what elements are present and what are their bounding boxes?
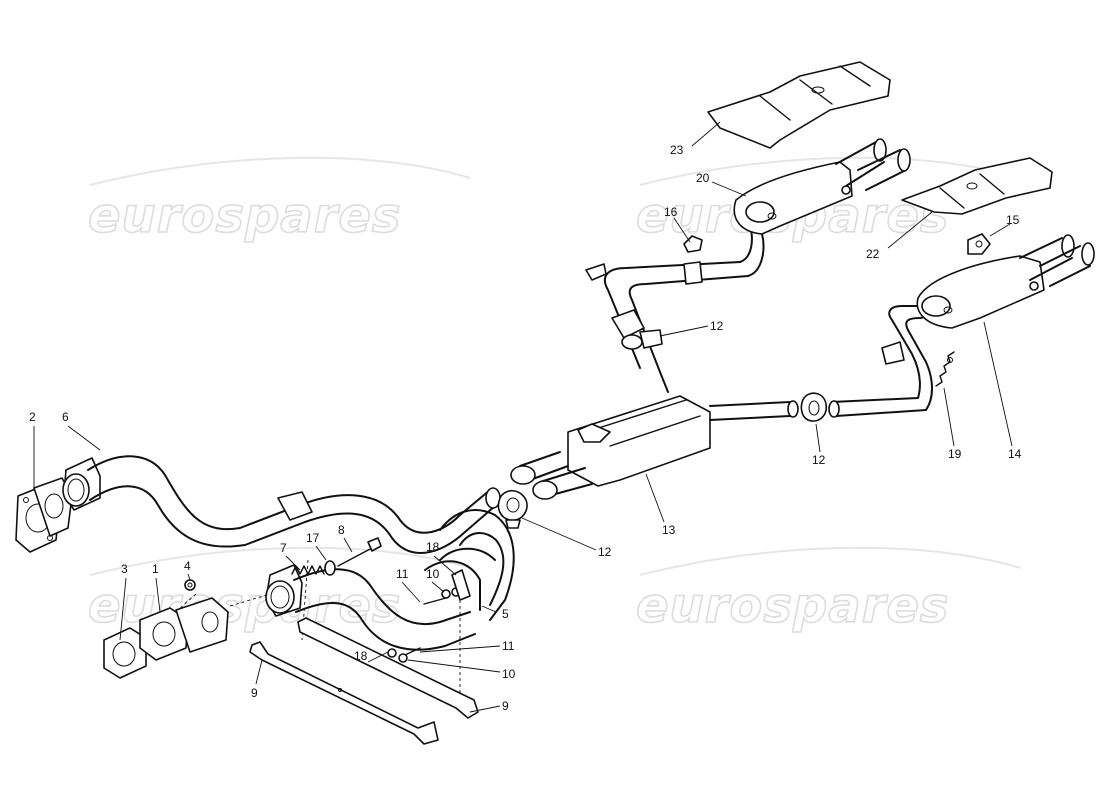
- part-pipe-upper-branch: [585, 225, 765, 393]
- part-flange-1: [139, 597, 229, 661]
- watermark-group: eurospares eurospares eurospares eurospa…: [87, 156, 1021, 635]
- callout-18: 18: [426, 540, 440, 554]
- watermark-text: eurospares: [636, 578, 950, 634]
- watermark-swoosh: [89, 546, 471, 576]
- callout-13: 13: [662, 523, 676, 537]
- watermark-text: eurospares: [88, 578, 402, 634]
- callout-18: 18: [354, 649, 368, 663]
- callout-4: 4: [184, 559, 191, 573]
- part-heatshield-23: [707, 61, 891, 149]
- part-spring-19: [935, 351, 955, 387]
- callout-11: 11: [502, 639, 515, 653]
- callout-11: 11: [396, 567, 409, 581]
- callout-7: 7: [280, 541, 287, 555]
- callout-12: 12: [598, 545, 612, 559]
- part-muffler-14: [916, 234, 1095, 329]
- callout-22: 22: [866, 247, 880, 261]
- part-pipe-rear: [828, 305, 933, 418]
- callouts: 2 6 3 1 4 7 17 8 18 11 10 5 18 11 10 9 9…: [29, 143, 1022, 713]
- callout-1: 1: [152, 562, 159, 576]
- part-clamp-12-rear: [800, 392, 828, 422]
- callout-2: 2: [29, 410, 36, 424]
- callout-12: 12: [812, 453, 826, 467]
- callout-3: 3: [121, 562, 128, 576]
- callout-9: 9: [502, 699, 509, 713]
- part-spring-7: [291, 537, 382, 576]
- watermark-swoosh: [89, 156, 471, 186]
- callout-15: 15: [1006, 213, 1020, 227]
- callout-23: 23: [670, 143, 684, 157]
- part-bolt-11-upper: [423, 569, 471, 605]
- watermark-swoosh: [639, 546, 1021, 576]
- callout-20: 20: [696, 171, 710, 185]
- watermark-text: eurospares: [88, 188, 402, 244]
- callout-16: 16: [664, 205, 678, 219]
- callout-8: 8: [338, 523, 345, 537]
- callout-6: 6: [62, 410, 69, 424]
- part-pipe-6: [62, 455, 501, 554]
- part-nut-4: [184, 579, 196, 591]
- callout-12: 12: [710, 319, 724, 333]
- callout-9: 9: [251, 686, 258, 700]
- part-heatshield-22: [901, 157, 1053, 215]
- callout-19: 19: [948, 447, 962, 461]
- callout-10: 10: [426, 567, 440, 581]
- callout-14: 14: [1008, 447, 1022, 461]
- part-clamp-12-front: [497, 489, 528, 529]
- part-bracket-9: [249, 617, 479, 745]
- callout-5: 5: [502, 607, 509, 621]
- part-pipe-5: [265, 509, 515, 651]
- callout-10: 10: [502, 667, 516, 681]
- part-bolt-11-lower: [387, 647, 421, 663]
- part-gasket-3: [103, 627, 147, 679]
- part-mount-15: [967, 233, 991, 255]
- leader-lines: [33, 121, 1013, 713]
- part-muffler-20: [733, 138, 911, 235]
- part-muffler-13: [510, 395, 799, 500]
- callout-17: 17: [306, 531, 320, 545]
